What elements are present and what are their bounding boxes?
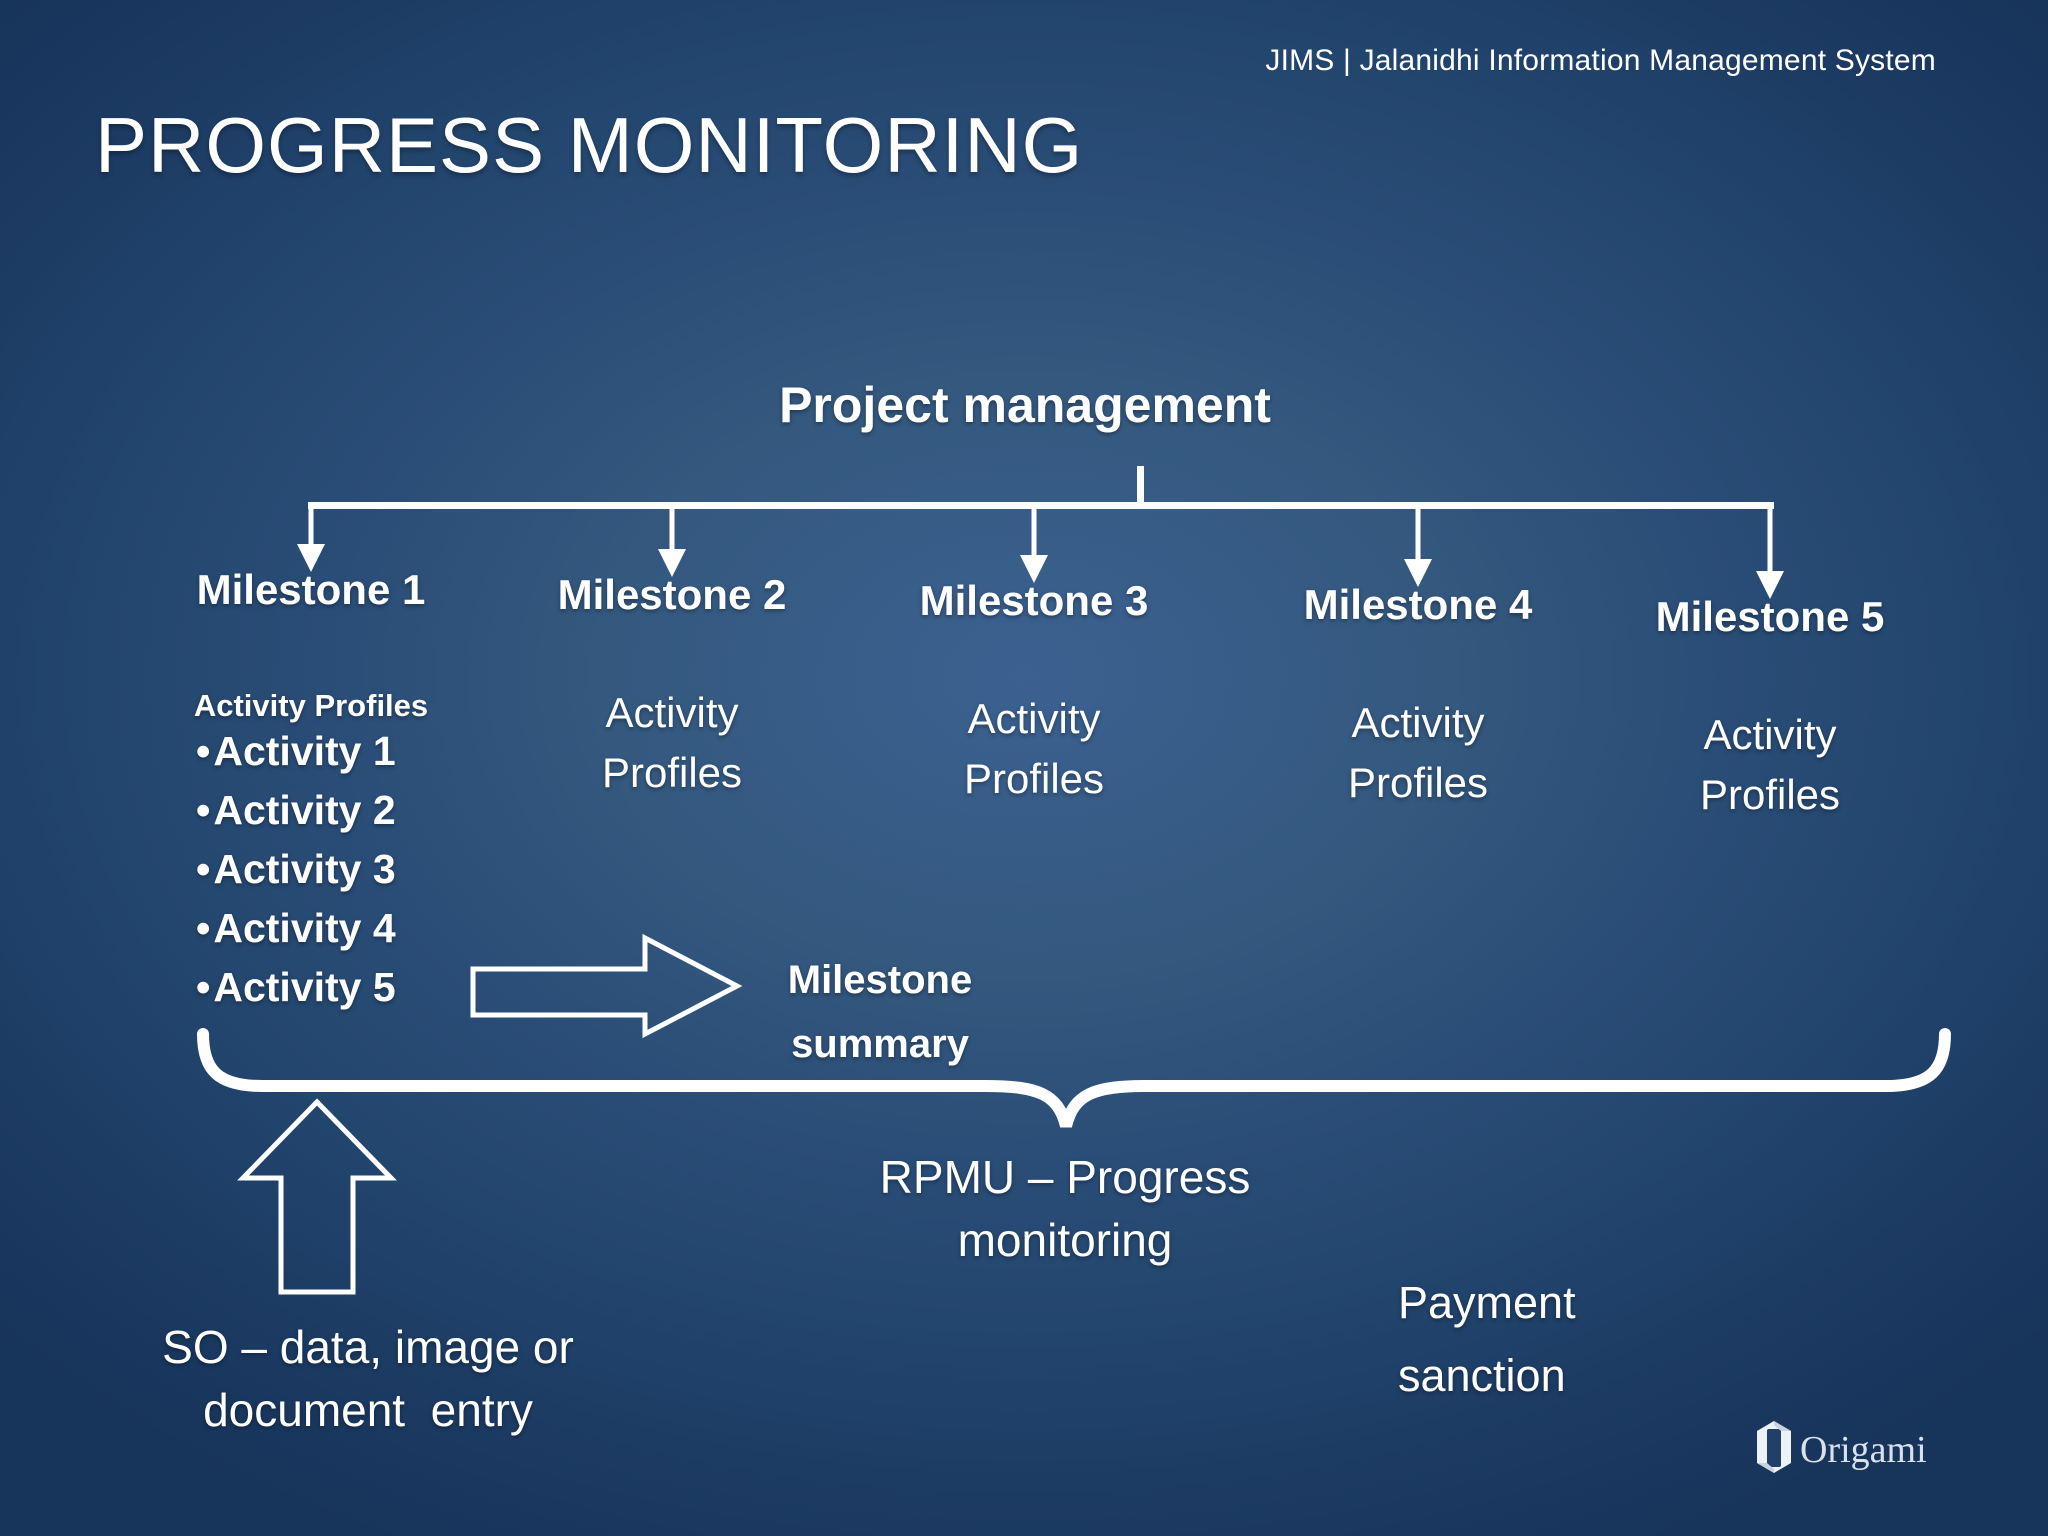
bullet-icon: •: [196, 728, 211, 774]
activity-item-label: Activity 2: [213, 787, 396, 833]
activity-item-label: Activity 3: [213, 846, 396, 892]
down-arrow-milestone-2: [658, 506, 686, 577]
origami-brand-label: Origami: [1800, 1429, 1927, 1471]
profile-line: Activity: [967, 695, 1101, 742]
profile-line: Profiles: [1699, 771, 1841, 818]
milestone-2-profile: Activity Profiles: [502, 683, 842, 803]
down-arrow-milestone-1: [297, 506, 325, 572]
summary-line: Milestone: [787, 958, 973, 1002]
milestone-3-label: Milestone 3: [919, 577, 1149, 624]
app-header: JIMS | Jalanidhi Information Management …: [1265, 44, 1936, 77]
bullet-icon: •: [196, 846, 211, 892]
root-node-project-management: Project management: [779, 377, 1271, 433]
page-title: PROGRESS MONITORING: [95, 101, 1084, 189]
summary-line: summary: [791, 1022, 969, 1066]
milestone-5-label: Milestone 5: [1655, 593, 1885, 640]
rpmu-progress-label: RPMU – Progress monitoring: [805, 1146, 1325, 1272]
activity-list-item: •Activity 3: [196, 840, 396, 899]
so-line: document entry: [203, 1384, 533, 1436]
profile-line: Profiles: [601, 749, 743, 796]
profile-line: Activity: [1351, 699, 1485, 746]
milestone-2-label: Milestone 2: [557, 571, 787, 618]
bullet-icon: •: [196, 905, 211, 951]
milestone-1-activity-list: •Activity 1 •Activity 2 •Activity 3 •Act…: [196, 722, 396, 1017]
activity-item-label: Activity 1: [213, 728, 396, 774]
down-arrow-milestone-3: [1020, 506, 1048, 583]
so-line: SO – data, image or: [162, 1321, 574, 1373]
milestone-1-label: Milestone 1: [196, 566, 426, 613]
payment-sanction-label: Payment sanction: [1398, 1266, 1576, 1412]
payment-line: Payment: [1398, 1277, 1576, 1328]
bullet-icon: •: [196, 787, 211, 833]
activity-list-item: •Activity 4: [196, 899, 396, 958]
milestone-5-profile: Activity Profiles: [1600, 705, 1940, 825]
tree-stub-line: [1137, 466, 1144, 508]
profile-line: Profiles: [1347, 759, 1489, 806]
activity-list-item: •Activity 5: [196, 958, 396, 1017]
down-arrow-milestone-5: [1756, 506, 1784, 599]
block-arrow-right: [470, 933, 743, 1039]
milestone-4-label: Milestone 4: [1303, 581, 1533, 628]
brace-down: [197, 1028, 1951, 1128]
tree-horizontal-line: [308, 502, 1774, 509]
so-entry-label: SO – data, image or document entry: [98, 1316, 638, 1442]
payment-line: sanction: [1398, 1350, 1566, 1401]
profile-line: Profiles: [963, 755, 1105, 802]
milestone-3-profile: Activity Profiles: [864, 689, 1204, 809]
down-arrow-milestone-4: [1404, 506, 1432, 587]
activity-list-item: •Activity 2: [196, 781, 396, 840]
milestone-4-profile: Activity Profiles: [1248, 693, 1588, 813]
milestone-summary-label: Milestone summary: [710, 948, 1050, 1076]
profile-line: Activity: [1703, 711, 1837, 758]
activity-list-item: •Activity 1: [196, 722, 396, 781]
rpmu-line: monitoring: [957, 1214, 1173, 1266]
origami-gem-icon: [1757, 1421, 1791, 1473]
activity-item-label: Activity 5: [213, 964, 396, 1010]
milestone-1-profile-heading: Activity Profiles: [193, 688, 429, 723]
rpmu-line: RPMU – Progress: [879, 1151, 1251, 1203]
activity-item-label: Activity 4: [213, 905, 396, 951]
bullet-icon: •: [196, 964, 211, 1010]
up-arrow: [237, 1098, 397, 1295]
profile-line: Activity: [605, 689, 739, 736]
